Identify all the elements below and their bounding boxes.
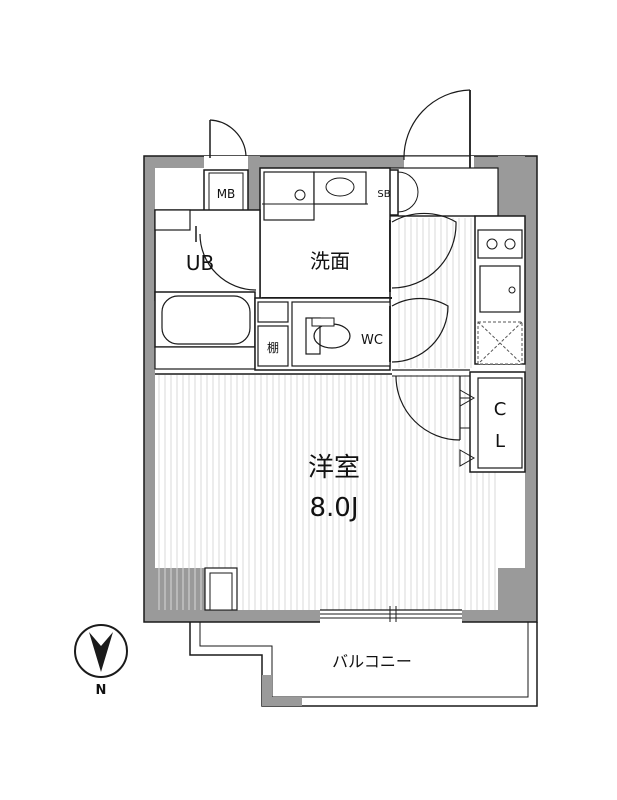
room-label-meter-box: MB <box>217 187 236 201</box>
balcony <box>189 622 538 707</box>
room-label-closet-top: C <box>494 399 507 420</box>
room-label-shelf: 棚 <box>267 340 279 355</box>
washroom-door <box>389 212 457 292</box>
washroom <box>259 167 392 299</box>
room-label-shoe-box: SB <box>377 189 390 200</box>
interior-walls <box>155 215 475 375</box>
balcony-window <box>320 606 462 622</box>
toilet <box>254 297 449 371</box>
room-label-closet-bottom: L <box>495 431 505 452</box>
room-label-western-room: 洋室 <box>308 453 360 483</box>
room-label-toilet: WC <box>361 333 383 348</box>
compass-label: N <box>96 683 107 698</box>
north-arrow-icon <box>74 624 128 678</box>
room-label-balcony: バルコニー <box>332 652 412 671</box>
western-room-floor <box>155 218 498 611</box>
room-label-washroom: 洗面 <box>310 249 350 273</box>
closet <box>459 371 526 473</box>
kitchen <box>474 215 526 365</box>
room-label-unit-bath: UB <box>186 251 214 275</box>
unit-bath <box>154 209 261 370</box>
room-door <box>392 369 470 441</box>
room-size-western-room: 8.0J <box>309 493 358 523</box>
